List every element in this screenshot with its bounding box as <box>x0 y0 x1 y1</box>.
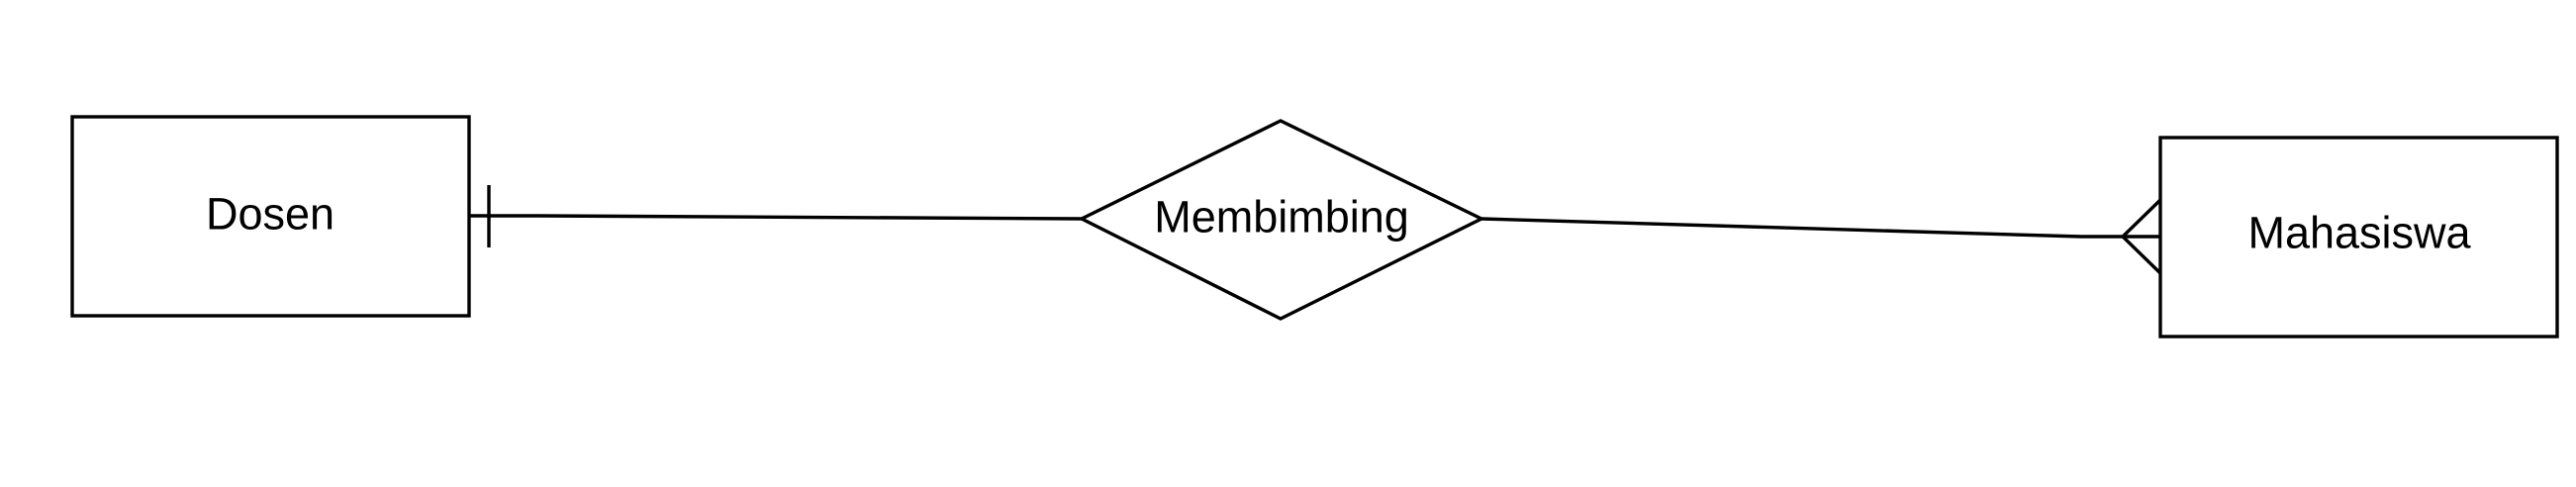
relationship-membimbing[interactable]: Membimbing <box>1078 119 1485 321</box>
entity-dosen-label: Dosen <box>206 189 334 240</box>
relationship-membimbing-label: Membimbing <box>1154 192 1409 243</box>
entity-dosen[interactable]: Dosen <box>70 115 471 318</box>
connector-membimbing-mahasiswa[interactable] <box>1480 198 2162 275</box>
connector-dosen-membimbing[interactable] <box>469 185 1083 247</box>
cardinality-many-marker <box>2120 198 2162 275</box>
entity-mahasiswa[interactable]: Mahasiswa <box>2158 136 2559 339</box>
entity-mahasiswa-label: Mahasiswa <box>2247 208 2471 258</box>
